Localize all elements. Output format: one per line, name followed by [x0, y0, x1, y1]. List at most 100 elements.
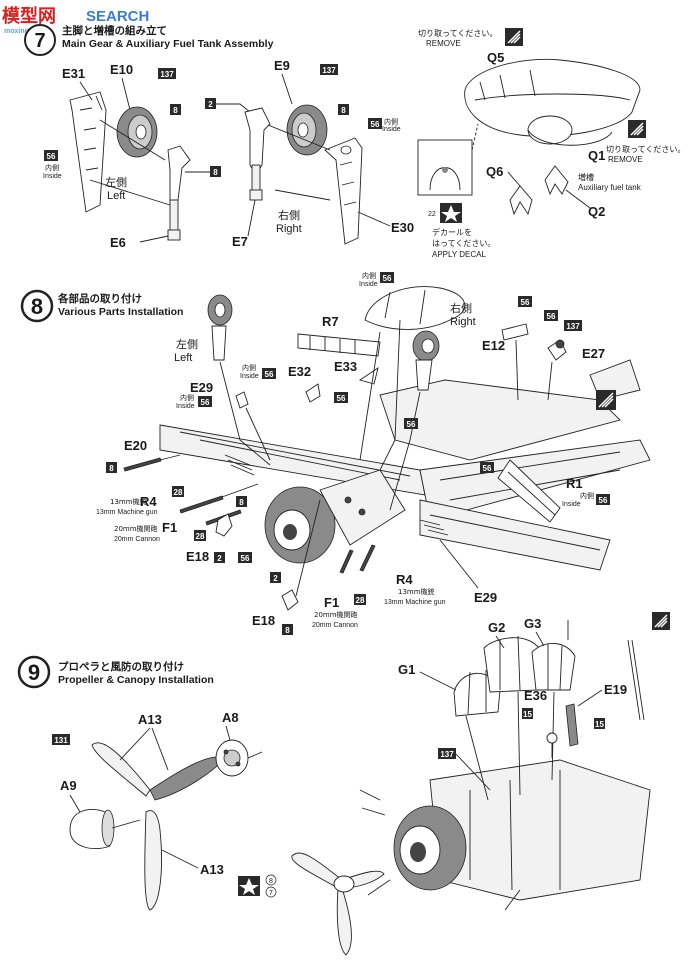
- part-e18-bottom: E18: [252, 613, 275, 628]
- canopy-g3: [531, 643, 576, 691]
- step-9-title-en: Propeller & Canopy Installation: [58, 674, 214, 686]
- step-8: 8 各部品の取り付け Various Parts Installation: [20, 271, 651, 635]
- part-a13-top: A13: [138, 712, 162, 727]
- step-9-number: 9: [28, 660, 40, 685]
- part-f1-bottom: F1: [324, 595, 339, 610]
- part-e18-bottom-shape: [281, 589, 299, 611]
- mg-label-jp-left: 13mm機銃: [110, 497, 147, 506]
- step-8-title-jp: 各部品の取り付け: [57, 292, 142, 305]
- badge-56-r1-wing: 56: [480, 462, 494, 473]
- part-e29-right: E29: [474, 590, 497, 605]
- inside-label-jp-e32: 内側: [242, 363, 256, 372]
- svg-text:28: 28: [174, 488, 183, 497]
- mg-label-jp-bottom: 13mm機銃: [398, 587, 435, 596]
- tank-label-jp: 増槽: [578, 172, 594, 182]
- step-7-title-jp: 主脚と増槽の組み立て: [62, 24, 167, 37]
- decal-label-en: APPLY DECAL: [432, 250, 487, 259]
- part-r4-bottom-shape: [359, 544, 376, 572]
- svg-text:2: 2: [217, 554, 222, 563]
- decal-label-jp2: はってください。: [432, 239, 495, 248]
- aircraft-nose: [359, 759, 651, 911]
- badge-2-e18-left: 2: [214, 552, 225, 563]
- svg-text:56: 56: [521, 298, 530, 307]
- part-q1: Q1: [588, 148, 605, 163]
- tank-label-en: Auxiliary fuel tank: [578, 183, 642, 192]
- part-q2: Q2: [588, 204, 605, 219]
- badge-56-canopy: 56: [380, 272, 394, 283]
- right-label-jp: 右側: [278, 208, 300, 222]
- part-f1-left: F1: [162, 520, 177, 535]
- part-r7: R7: [322, 314, 339, 329]
- part-e12-shape: [501, 323, 529, 341]
- cannon-label-jp-bottom: 20mm機関砲: [314, 610, 358, 619]
- part-e20-shape: [123, 457, 162, 472]
- badge-15-e19: 15: [594, 718, 605, 729]
- mg-label-en-left: 13mm Machine gun: [96, 509, 158, 516]
- step-8-title-en: Various Parts Installation: [58, 306, 183, 318]
- circle-badge-7: [265, 886, 277, 898]
- inside-label-en-e29: Inside: [176, 403, 195, 410]
- cut-label-jp-top: 切り取ってください。: [418, 29, 497, 38]
- part-r1: R1: [566, 476, 583, 491]
- part-q6: Q6: [486, 164, 503, 179]
- inside-label-jp-e29: 内側: [180, 393, 194, 402]
- fuel-tank: [464, 58, 641, 146]
- watermark-logo-text: 模型网: [2, 5, 56, 27]
- svg-text:56: 56: [371, 120, 380, 129]
- part-e27-shape: [547, 339, 567, 361]
- flap-r7: [297, 333, 381, 357]
- badge-56-e12: 56: [518, 296, 532, 307]
- badge-28-f1-bottom: 28: [354, 594, 366, 605]
- cut-marker-icon-q1: [628, 120, 646, 138]
- mg-label-en-bottom: 13mm Machine gun: [384, 599, 446, 606]
- badge-56-left: 56: [44, 150, 58, 161]
- inside-label-en-canopy: Inside: [359, 281, 378, 288]
- right-label-jp-s8: 右側: [450, 301, 472, 315]
- spinner-a9: [69, 809, 115, 850]
- part-e9: E9: [274, 58, 290, 73]
- part-e30: E30: [391, 220, 414, 235]
- svg-text:8: 8: [173, 106, 178, 115]
- step-9: 9 プロペラと風防の取り付け Propeller & Canopy Instal…: [17, 612, 670, 956]
- decal-inset: [417, 123, 479, 196]
- badge-56-right-gear: 56: [404, 418, 418, 429]
- cannon-label-jp-left: 20mm機関砲: [114, 524, 158, 533]
- left-wheel: [116, 106, 158, 158]
- badge-137-e27: 137: [564, 320, 582, 331]
- inside-label-jp-left: 内側: [45, 163, 59, 172]
- right-wheel: [286, 104, 328, 156]
- badge-56-e18-left: 56: [238, 552, 252, 563]
- badge-137-right: 137: [320, 64, 338, 75]
- badge-137-canopy: 137: [438, 748, 456, 759]
- left-label-jp: 左側: [105, 176, 127, 189]
- part-e33: E33: [334, 359, 357, 374]
- left-gear-door-e31: [69, 91, 107, 213]
- part-q5: Q5: [487, 50, 504, 65]
- cut-marker-icon-s8: [596, 390, 616, 410]
- inside-label-en-e32: Inside: [240, 373, 259, 380]
- badge-56-e32: 56: [262, 368, 276, 379]
- part-g1: G1: [398, 662, 415, 677]
- part-e19: E19: [604, 682, 627, 697]
- badge-28-f1: 28: [194, 530, 206, 541]
- watermark-logo: 模型网 SEARCH moxing.net: [2, 5, 149, 35]
- propeller-blade-center: [149, 756, 226, 801]
- svg-text:137: 137: [566, 322, 580, 331]
- svg-text:56: 56: [483, 464, 492, 473]
- cut-label-jp-q1: 切り取ってください。: [606, 145, 685, 154]
- circle-7-text: 7: [269, 890, 273, 897]
- part-r4-bottom: R4: [396, 572, 413, 587]
- svg-text:28: 28: [196, 532, 205, 541]
- right-gear-assembly: [412, 330, 440, 391]
- aircraft-airframe: [159, 359, 651, 571]
- part-e18-left-shape: [215, 513, 233, 537]
- svg-text:8: 8: [109, 464, 114, 473]
- step-7: 7 主脚と増槽の組み立て Main Gear & Auxiliary Fuel …: [24, 24, 685, 259]
- badge-8-left-leg: 8: [210, 166, 221, 177]
- step-7-number: 7: [34, 30, 45, 52]
- spinner-hub-a8: [215, 739, 249, 777]
- svg-text:56: 56: [265, 370, 274, 379]
- svg-text:56: 56: [201, 398, 210, 407]
- step-9-circle: [17, 655, 51, 689]
- left-label-en-s8: Left: [174, 352, 192, 364]
